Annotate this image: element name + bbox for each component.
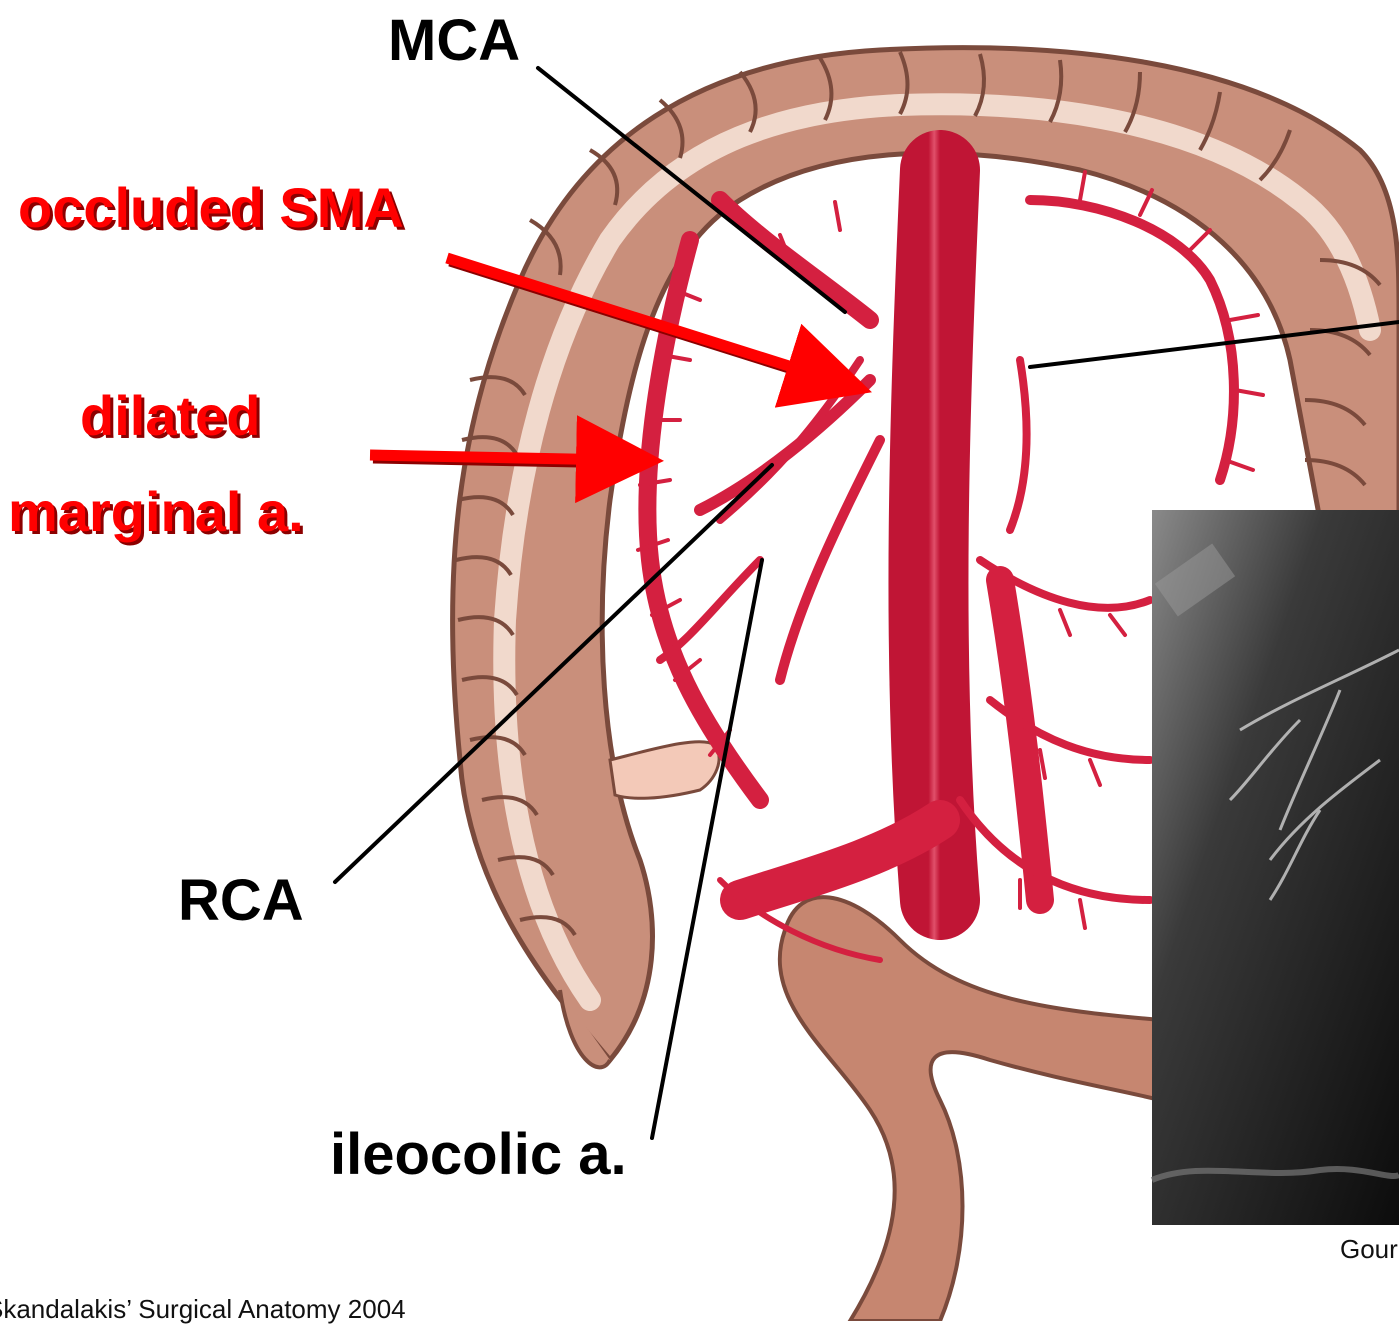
- rca-label: RCA: [178, 872, 304, 930]
- occluded-sma-label: occluded SMA: [18, 180, 404, 236]
- ileocolic-label: ileocolic a.: [330, 1126, 627, 1184]
- mca-label: MCA: [388, 12, 520, 70]
- dilated-marginal-label-line2: marginal a.: [8, 484, 304, 540]
- source-credit-right: Gour: [1340, 1236, 1398, 1262]
- angiogram-inset: [1152, 510, 1399, 1225]
- dilated-marginal-arrow: [370, 455, 620, 460]
- source-credit-left: Skandalakis’ Surgical Anatomy 2004: [0, 1296, 406, 1322]
- dilated-marginal-label-line1: dilated: [80, 388, 260, 444]
